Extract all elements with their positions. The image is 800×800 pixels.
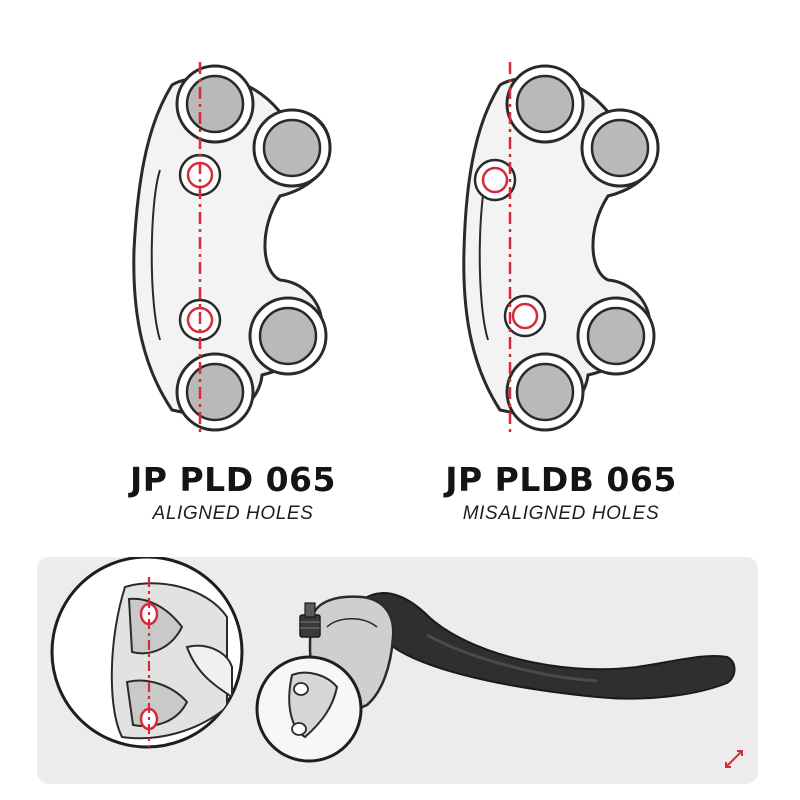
- magnifier-lens-large: [50, 557, 244, 749]
- product-caption-misaligned: JP PLDB 065 MISALIGNED HOLES: [401, 460, 721, 526]
- lever-detail-illustration: [50, 557, 743, 768]
- mount-boss: [248, 296, 328, 376]
- product-description: MISALIGNED HOLES: [462, 503, 660, 524]
- mount-boss: [175, 64, 255, 144]
- mount-boss: [252, 108, 332, 188]
- expand-arrows-icon[interactable]: [725, 750, 743, 768]
- mount-boss: [505, 352, 585, 432]
- mount-boss: [580, 108, 660, 188]
- product-description: ALIGNED HOLES: [152, 503, 314, 524]
- clamp-aligned: [132, 62, 332, 436]
- adjuster-bolt: [299, 614, 321, 638]
- mount-boss: [505, 64, 585, 144]
- small-hole-lower: [503, 294, 547, 338]
- small-hole-upper: [473, 158, 517, 202]
- mount-boss: [576, 296, 656, 376]
- lever-detail-panel: [37, 557, 758, 784]
- magnifier-lens-small: [255, 655, 363, 763]
- small-hole-lower: [178, 298, 222, 342]
- product-name: JP PLD 065: [130, 460, 336, 499]
- mount-boss: [175, 352, 255, 432]
- clamp-comparison-illustration: [132, 62, 660, 436]
- clamp-misaligned: [462, 62, 660, 436]
- brake-lever: [299, 592, 736, 711]
- product-caption-aligned: JP PLD 065 ALIGNED HOLES: [73, 460, 393, 526]
- lever-blade: [365, 592, 736, 700]
- product-name: JP PLDB 065: [445, 460, 677, 499]
